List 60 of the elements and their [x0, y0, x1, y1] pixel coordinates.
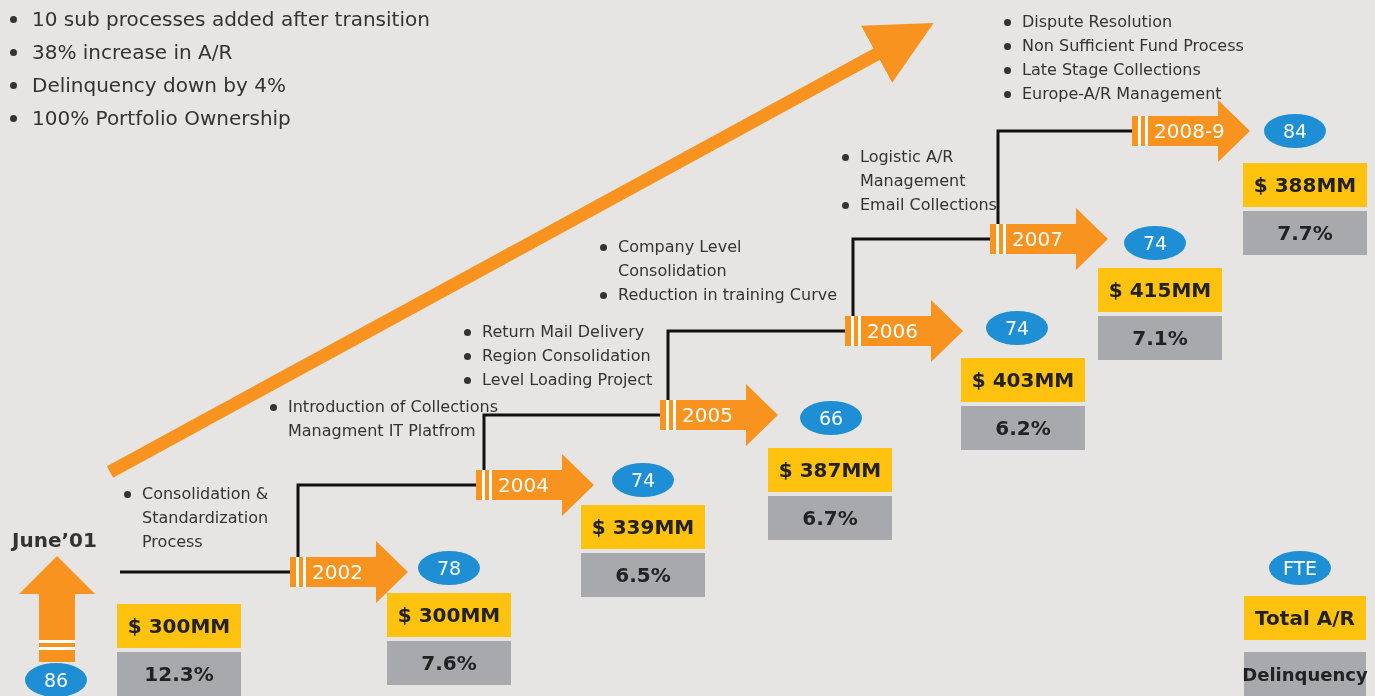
bullet-text: Dispute Resolution [1022, 11, 1174, 33]
total-ar-box: $ 300MM [387, 593, 511, 637]
timeline-line [482, 413, 660, 470]
delinquency-box: 7.7% [1243, 211, 1367, 255]
fte-oval: 86 [25, 663, 87, 696]
delinquency-box: 12.3% [117, 652, 241, 696]
timeline-line [120, 570, 290, 574]
delinquency-box: 6.2% [961, 406, 1085, 450]
bullet-text: Delinquency down by 4% [32, 72, 287, 99]
bullet-text: Email Collections [860, 194, 998, 216]
fte-oval: 78 [418, 551, 480, 585]
year-label: 2006 [867, 319, 918, 343]
fte-oval: 66 [800, 401, 862, 435]
year-label: 2002 [312, 560, 363, 584]
bullet-text: Company Level Consolidation [618, 236, 743, 282]
bullet-text: 38% increase in A/R [32, 39, 234, 66]
delinquency-box: 6.5% [581, 553, 705, 597]
total-ar-box: $ 388MM [1243, 163, 1367, 207]
total-ar-box: $ 403MM [961, 358, 1085, 402]
timeline-line [851, 237, 990, 316]
bullet-text: Non Sufficient Fund Process [1022, 35, 1245, 57]
timeline-arrow [660, 384, 778, 446]
legend-text: Total A/R [1255, 606, 1355, 630]
timeline-arrow [990, 208, 1108, 270]
bullet-text: Return Mail Delivery [482, 321, 646, 343]
timeline-line [296, 483, 476, 557]
bullet-text: Logistic A/R Management [860, 146, 967, 192]
delinquency-box: 6.7% [768, 496, 892, 540]
bullet-text: Introduction of Collections Managment IT Platfrom [288, 396, 499, 442]
year-label: 2007 [1012, 227, 1063, 251]
bullet-text: Consolidation & Standardization Process [142, 483, 270, 553]
delinquency-box: 7.6% [387, 641, 511, 685]
fte-oval: 74 [1124, 226, 1186, 260]
bullet-text: Late Stage Collections [1022, 59, 1202, 81]
timeline-arrow [845, 300, 963, 362]
fte-oval: 74 [986, 311, 1048, 345]
milestone-label: June’01 [12, 528, 97, 552]
timeline-line [666, 329, 845, 400]
fte-oval: 74 [612, 463, 674, 497]
timeline-arrow [290, 541, 408, 603]
legend-text: Delinquency [1242, 663, 1368, 685]
bullet-text: Reduction in training Curve [618, 284, 838, 306]
legend-text: FTE [1282, 557, 1318, 579]
year-label: 2004 [498, 473, 549, 497]
total-ar-box: $ 387MM [768, 448, 892, 492]
bullet-text: Region Consolidation [482, 345, 652, 367]
fte-oval: 84 [1264, 114, 1326, 148]
total-ar-box: $ 300MM [117, 604, 241, 648]
timeline-arrow [476, 454, 594, 516]
year-label: 2008-9 [1154, 119, 1225, 143]
bullet-text: Level Loading Project [482, 369, 654, 391]
bullet-text: 10 sub processes added after transition [32, 6, 431, 33]
timeline-arrow [1132, 100, 1250, 162]
total-ar-box: $ 415MM [1098, 268, 1222, 312]
bullet-text: Europe-A/R Management [1022, 83, 1223, 105]
total-ar-box: $ 339MM [581, 505, 705, 549]
timeline-line [996, 129, 1132, 224]
delinquency-box: 7.1% [1098, 316, 1222, 360]
bullet-text: 100% Portfolio Ownership [32, 105, 292, 132]
year-label: 2005 [682, 403, 733, 427]
